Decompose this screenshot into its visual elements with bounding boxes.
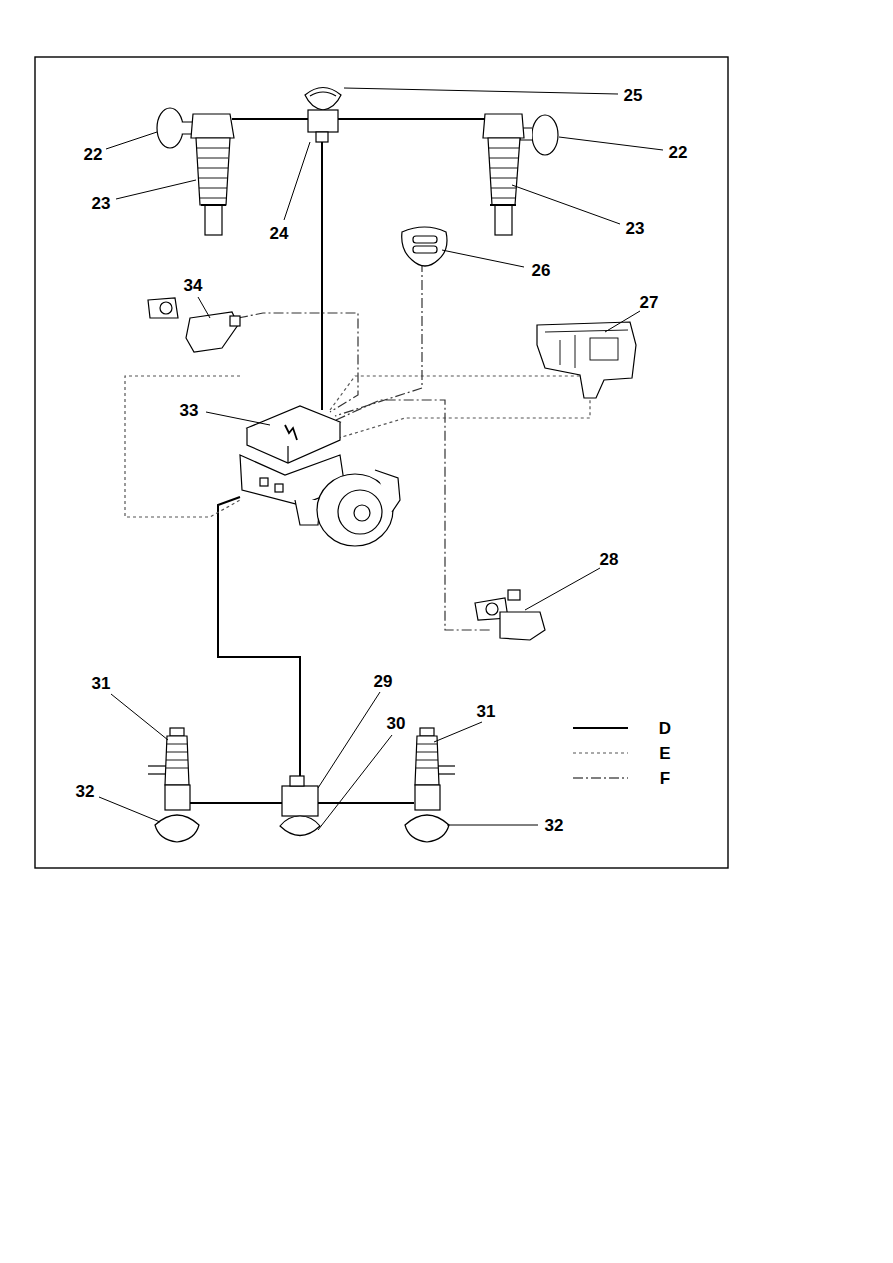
callout-number: 23 (92, 195, 111, 212)
callout-number: 28 (600, 551, 619, 568)
callout-number: 33 (180, 402, 199, 419)
callout-number: 25 (624, 87, 643, 104)
callout-number: 29 (374, 673, 393, 690)
callout-number: 30 (387, 715, 406, 732)
callout-number: 32 (545, 817, 564, 834)
legend-label: F (660, 770, 670, 787)
callout-number: 22 (669, 144, 688, 161)
callout-number: 22 (84, 146, 103, 163)
callout-number: 31 (92, 675, 111, 692)
legend-label: E (659, 745, 670, 762)
callout-number: 24 (270, 225, 289, 242)
callout-number: 32 (76, 783, 95, 800)
callout-number: 23 (626, 220, 645, 237)
callout-number: 34 (184, 277, 203, 294)
callout-number: 31 (477, 703, 496, 720)
legend-sample-dashdot (573, 777, 628, 778)
legend-label: D (659, 720, 671, 737)
callout-number: 27 (640, 294, 659, 311)
callout-number: 26 (532, 262, 551, 279)
legend-sample-solid (573, 727, 628, 729)
legend-sample-dashed (573, 752, 628, 753)
